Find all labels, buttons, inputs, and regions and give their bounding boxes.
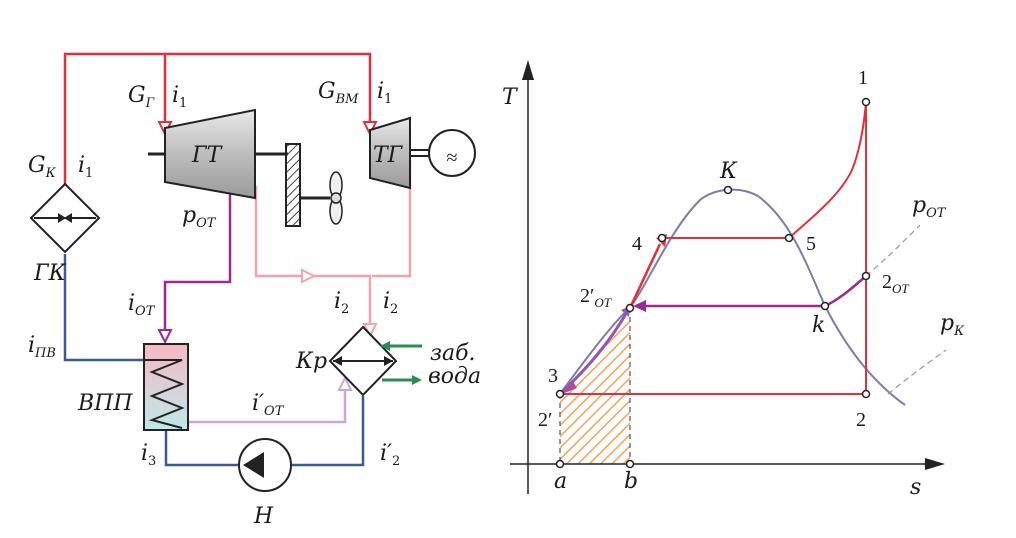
g-aux-label: GВМ	[318, 79, 359, 107]
i2-prime-label: i′2	[380, 441, 400, 469]
main-turbine	[148, 108, 343, 227]
point-a-label: a	[554, 469, 567, 494]
generator-symbol: ≈	[447, 147, 458, 169]
isobar-p-ot	[865, 224, 921, 277]
ts-diagram: T s 1 К pОТ 4 5 2ОТ 2′ОТ k pК 3 2 2′ a b	[502, 60, 965, 500]
point-K-label: К	[719, 159, 738, 184]
isobar-p-k	[887, 349, 947, 395]
arrow-to-2ot-prime	[633, 300, 646, 312]
p-ot-label: pОТ	[182, 203, 217, 231]
point-2ot-prime-label: 2′ОТ	[580, 285, 612, 310]
return-curve	[566, 311, 628, 389]
hatched-area	[560, 308, 630, 464]
condenser-label: Кр	[295, 349, 327, 374]
propeller-icon	[329, 171, 343, 225]
cooling-water-arrows	[380, 341, 422, 385]
arrow-to-3	[562, 380, 577, 394]
i2-label-right: i2	[383, 289, 398, 317]
axis-s-label: s	[910, 475, 921, 500]
point-3-label: 3	[548, 365, 558, 387]
aux-turbine-label: ТГ	[373, 143, 404, 168]
dashed-guides	[559, 308, 631, 464]
point-1-label: 1	[858, 67, 868, 89]
extraction-expansion	[824, 275, 867, 308]
point-k-label: k	[812, 313, 825, 338]
point-4-label: 4	[632, 233, 642, 255]
i-ot-label: iОТ	[128, 291, 156, 319]
i2-label-left: i2	[334, 289, 349, 317]
axis-t-label: T	[502, 85, 519, 110]
cycle-line-2ot-4	[628, 243, 662, 309]
aux-turbine	[369, 116, 476, 190]
i1-label-boiler: i1	[78, 153, 93, 181]
boiler	[29, 182, 101, 254]
extraction-arrow	[157, 329, 173, 345]
cooling-water-label-1: заб.	[430, 341, 476, 366]
point-2-label: 2	[856, 409, 866, 431]
point-b-label: b	[624, 469, 638, 494]
i-ot-prime-label: i′ОТ	[252, 391, 285, 419]
g-boiler-label: GК	[28, 153, 57, 181]
point-2-prime-label: 2′	[538, 409, 552, 431]
axes	[510, 60, 945, 494]
cooling-water-label-2: вода	[428, 364, 481, 389]
heater	[143, 343, 189, 431]
heater-label: ВПП	[77, 391, 133, 416]
drain-line	[188, 382, 347, 424]
water-lines	[63, 254, 365, 467]
thermal-scheme: GГ i1 GВМ i1 GК i1 ГТ ТГ ≈ ГК pОТ iОТ i2…	[28, 52, 481, 529]
i1-label-aux: i1	[377, 79, 392, 107]
boiler-label: ГК	[33, 261, 67, 286]
i-pv-label: iПВ	[28, 333, 56, 361]
condenser	[328, 325, 398, 397]
main-turbine-label: ГТ	[191, 143, 224, 168]
pump-label: Н	[253, 504, 274, 529]
exhaust-arrow	[301, 268, 317, 284]
i3-label: i3	[141, 441, 156, 469]
steam-arrow-aux-turbine	[362, 121, 378, 137]
generator-icon	[428, 129, 476, 177]
cycle-points	[555, 97, 871, 469]
cycle-lines	[560, 101, 867, 395]
drain-arrow	[337, 375, 353, 391]
i1-label-main: i1	[172, 83, 187, 111]
point-2ot-label: 2ОТ	[882, 271, 909, 296]
p-k-curve-label: pК	[940, 311, 965, 339]
gearbox	[285, 143, 301, 227]
p-ot-curve-label: pОТ	[912, 193, 947, 221]
pump	[238, 438, 292, 492]
point-5-label: 5	[806, 233, 816, 255]
extraction-line	[163, 185, 232, 336]
g-turbine-label: GГ	[128, 83, 155, 111]
